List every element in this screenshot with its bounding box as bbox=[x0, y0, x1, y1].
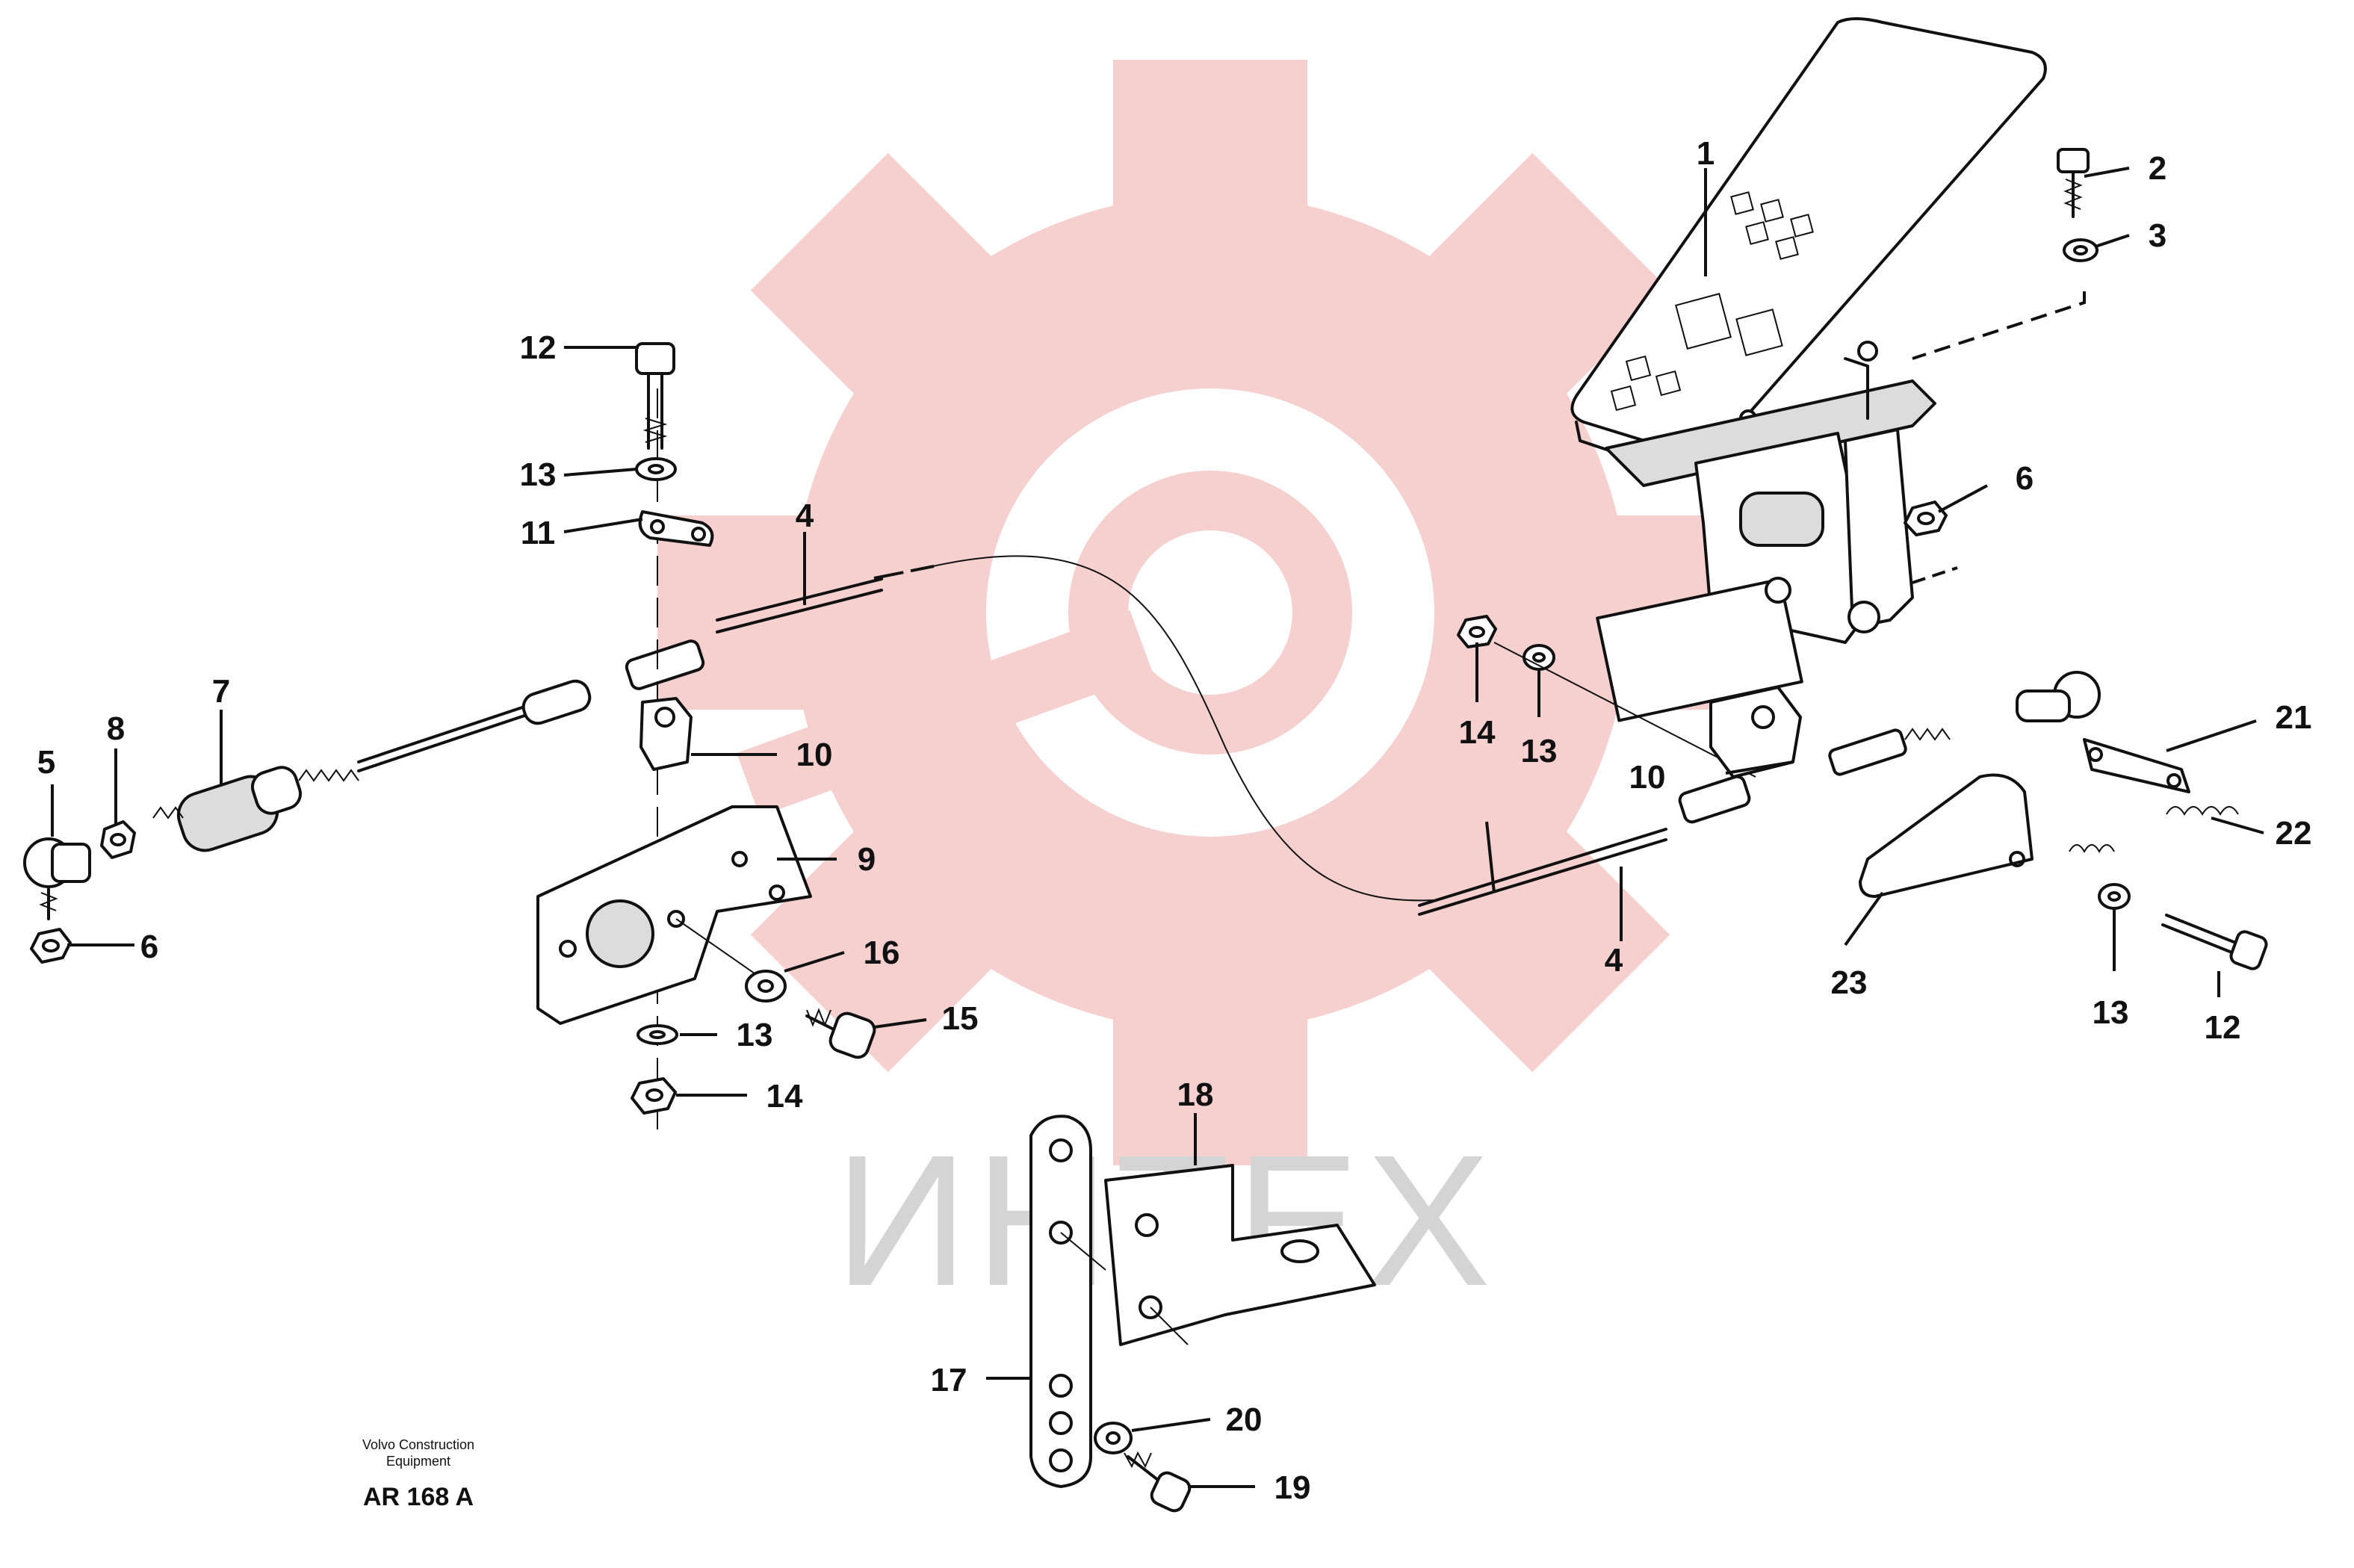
bracket-9 bbox=[536, 805, 812, 1025]
ball-joint-right bbox=[2016, 671, 2101, 722]
pedal-nut-14 bbox=[1457, 615, 1497, 648]
spring-22 bbox=[2069, 806, 2239, 854]
callout-13-left-top: 13 bbox=[520, 456, 557, 493]
plate-11 bbox=[638, 510, 714, 547]
callout-21: 21 bbox=[2276, 699, 2312, 736]
callout-13-left-bottom: 13 bbox=[737, 1017, 773, 1053]
callout-18: 18 bbox=[1177, 1076, 1214, 1113]
callout-10-right: 10 bbox=[1629, 759, 1666, 796]
caption-maker-line1: Volvo Construction bbox=[362, 1437, 474, 1452]
callout-9: 9 bbox=[858, 841, 876, 878]
callout-13-right: 13 bbox=[2093, 994, 2129, 1031]
callout-4-lower: 4 bbox=[1605, 942, 1623, 979]
callout-3: 3 bbox=[2149, 217, 2166, 254]
callout-20: 20 bbox=[1226, 1401, 1263, 1438]
callout-13-pedal: 13 bbox=[1521, 733, 1558, 769]
nut-6-left bbox=[30, 928, 72, 964]
watermark-gear-logo bbox=[657, 60, 1763, 1165]
callout-10-left: 10 bbox=[796, 737, 833, 773]
callout-17: 17 bbox=[931, 1362, 967, 1398]
pedal-screw bbox=[2057, 148, 2090, 218]
caption-maker-line2: Equipment bbox=[386, 1454, 450, 1469]
callout-2: 2 bbox=[2149, 150, 2166, 187]
pedal-washer bbox=[2063, 238, 2099, 262]
callout-23: 23 bbox=[1831, 964, 1868, 1001]
callout-12-left: 12 bbox=[520, 329, 557, 366]
bracket-23 bbox=[1859, 773, 2034, 898]
callout-labels: 1 2 3 4 4 5 6 6 7 8 9 10 10 11 12 12 13 … bbox=[37, 135, 2312, 1506]
cable-end-7 bbox=[152, 766, 302, 852]
bolt-19 bbox=[1124, 1451, 1192, 1513]
callout-15: 15 bbox=[942, 1000, 979, 1037]
dashed-fastener-line bbox=[1912, 291, 2086, 360]
callout-7: 7 bbox=[212, 673, 230, 710]
accelerator-pedal bbox=[1570, 17, 2047, 722]
nut-14-left bbox=[631, 1077, 677, 1115]
caption-drawing-code: AR 168 A bbox=[363, 1483, 474, 1511]
callout-16: 16 bbox=[864, 935, 900, 971]
nut-8 bbox=[100, 820, 136, 859]
throttle-cable bbox=[298, 555, 1951, 916]
bolt-12-right bbox=[2161, 914, 2268, 970]
strap-17 bbox=[1029, 1115, 1092, 1488]
callout-22: 22 bbox=[2276, 815, 2312, 852]
callout-4-upper: 4 bbox=[796, 498, 814, 534]
callout-8: 8 bbox=[107, 710, 125, 747]
washer-13-left-bottom bbox=[636, 1024, 678, 1045]
washer-20 bbox=[1094, 1422, 1133, 1454]
washer-13-left-top bbox=[635, 457, 677, 481]
callout-14-pedal: 14 bbox=[1459, 714, 1496, 751]
callout-19: 19 bbox=[1274, 1469, 1311, 1506]
washer-13-right bbox=[2098, 883, 2131, 910]
callout-12-right: 12 bbox=[2205, 1009, 2241, 1046]
callout-6-right: 6 bbox=[2016, 460, 2034, 497]
cable-clamp-left bbox=[639, 697, 693, 771]
bolt-15 bbox=[805, 1008, 876, 1059]
callout-11: 11 bbox=[521, 515, 556, 551]
lever-21 bbox=[2083, 738, 2190, 793]
callout-14-left: 14 bbox=[766, 1078, 803, 1115]
bolt-12-left bbox=[635, 342, 675, 450]
nut-right bbox=[1904, 501, 1958, 584]
washer-16 bbox=[745, 970, 787, 1003]
leader-lines bbox=[51, 167, 2264, 1488]
drawing-caption: Volvo Construction Equipment AR 168 A bbox=[362, 1437, 474, 1511]
callout-6-left: 6 bbox=[140, 929, 158, 965]
callout-5: 5 bbox=[37, 744, 55, 781]
angle-bracket-18 bbox=[1104, 1164, 1376, 1346]
ball-socket-5 bbox=[23, 837, 91, 920]
callout-1: 1 bbox=[1697, 135, 1715, 172]
